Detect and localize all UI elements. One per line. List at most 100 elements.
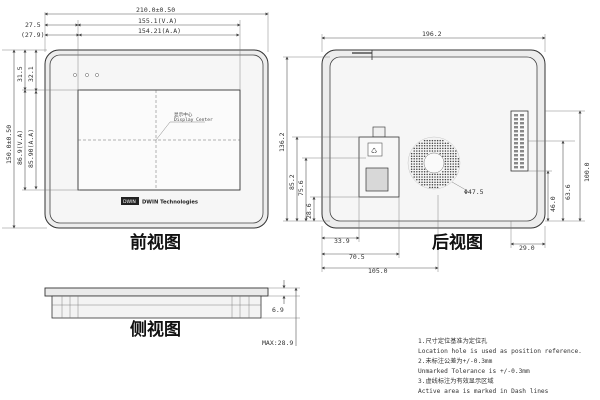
speaker-hole (421, 181, 423, 183)
connector-pin (520, 118, 524, 121)
speaker-hole (442, 181, 444, 183)
speaker-hole (418, 160, 421, 163)
speaker-hole (449, 160, 452, 163)
display-center-cn: 显示中心 (174, 111, 193, 118)
note-line-4: 3.虚线标注为有效显示区域 (418, 377, 494, 385)
speaker-hole (423, 181, 426, 183)
indicator-dot-2 (85, 73, 89, 77)
speaker-hole (447, 160, 449, 163)
note-line-1: Location hole is used as position refere… (418, 348, 582, 355)
speaker-hole (442, 139, 444, 142)
sd-icon-box (367, 142, 383, 157)
speaker-hole (423, 168, 426, 170)
connector-housing (510, 110, 529, 172)
dim-overall-width-label: 210.0±0.50 (136, 6, 175, 14)
speaker-hole (413, 165, 415, 168)
speaker-hole (416, 160, 418, 163)
speaker-hole (421, 178, 423, 181)
speaker-hole (444, 181, 447, 183)
speaker-hole (436, 186, 439, 189)
speaker-hole (423, 152, 426, 155)
display-center-leader (155, 121, 171, 141)
speaker-hole (423, 184, 426, 186)
speaker-hole (416, 176, 418, 178)
connector-pin (514, 130, 518, 133)
dim-63-label: 63.6 (564, 184, 572, 200)
speaker-hole (447, 158, 449, 160)
dim-va-height-label: 86.9(V.A) (16, 130, 24, 165)
speaker-hole (449, 150, 452, 152)
indicator-dot-3 (95, 73, 99, 77)
speaker-hole (421, 176, 423, 178)
speaker-hole (431, 147, 434, 150)
dim-100-label: 100.0 (583, 162, 591, 182)
speaker-hole (444, 145, 447, 147)
speaker-hole (442, 150, 444, 152)
speaker-hole (447, 145, 449, 147)
speaker-hole (410, 163, 413, 165)
speaker-hole (426, 139, 428, 142)
speaker-hole (418, 158, 421, 160)
speaker-hole (423, 176, 426, 178)
connector-pin (520, 162, 524, 165)
sd-card-slot (365, 167, 389, 192)
speaker-hole (413, 163, 415, 165)
note-line-2: 2.未标注公差为+/-0.3mm (418, 357, 493, 365)
speaker-hole (421, 152, 423, 155)
dim-top-a-label: 31.5 (16, 66, 24, 82)
speaker-hole (439, 147, 441, 150)
speaker-hole (439, 142, 441, 144)
speaker-hole (426, 178, 428, 181)
speaker-hole (452, 150, 454, 152)
speaker-hole (429, 178, 431, 181)
connector-pin (520, 142, 524, 145)
speaker-hole (431, 176, 434, 178)
dim-46-label: 46.0 (549, 196, 557, 212)
speaker-hole (447, 173, 449, 176)
dim-75-label: 75.6 (297, 180, 305, 196)
speaker-hole (416, 150, 418, 152)
speaker-hole (452, 160, 454, 163)
speaker-hole (455, 152, 457, 155)
speaker-hole (410, 152, 413, 155)
side-body (51, 295, 262, 319)
speaker-hole (442, 171, 444, 173)
speaker-hole (413, 147, 415, 150)
speaker-hole (455, 171, 457, 173)
connector-pin (520, 134, 524, 137)
dim-105-label: 105.0 (368, 267, 388, 275)
speaker-hole (452, 165, 454, 168)
speaker-hole (449, 176, 452, 178)
speaker-hole (455, 168, 457, 170)
speaker-hole (442, 155, 444, 157)
dim-70-label: 70.5 (349, 253, 365, 261)
speaker-hole (423, 139, 426, 142)
dim-85-label: 85.2 (288, 174, 296, 190)
speaker-hole (431, 186, 434, 189)
speaker-hole (423, 178, 426, 181)
dim-aa-width-label: 154.21(A.A) (138, 27, 181, 35)
speaker-hole (431, 173, 434, 176)
module-tab (372, 126, 386, 138)
speaker-hole (452, 163, 454, 165)
speaker-hole (423, 171, 426, 173)
dim-overall-height-label: 150.0±0.50 (5, 125, 13, 164)
connector-pin (520, 166, 524, 169)
speaker-hole (442, 173, 444, 176)
speaker-hole (416, 155, 418, 157)
speaker-hole (434, 147, 436, 150)
speaker-hole (410, 165, 413, 168)
speaker-hole (436, 181, 439, 183)
speaker-hole (426, 145, 428, 147)
speaker-hole (457, 158, 460, 160)
back-view: ♺ 196.2 136.2 85.2 75.6 28.6 33.9 (278, 30, 591, 275)
dim-left-offset-a-label: 27.5 (25, 21, 41, 29)
speaker-hole (416, 173, 418, 176)
speaker-hole (416, 145, 418, 147)
speaker-hole (449, 178, 452, 181)
speaker-hole (449, 165, 452, 168)
speaker-hole (449, 158, 452, 160)
dim-va-width-label: 155.1(V.A) (138, 17, 177, 25)
speaker-hole (421, 150, 423, 152)
speaker-hole (431, 145, 434, 147)
